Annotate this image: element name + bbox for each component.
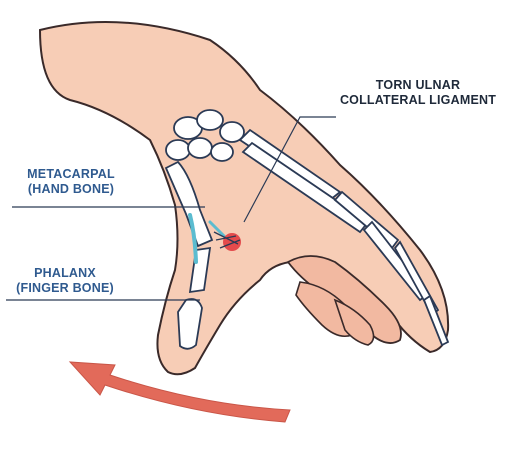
motion-arrow	[68, 361, 291, 423]
hand-bones	[164, 109, 450, 350]
metacarpal-label-line-1: METACARPAL	[27, 167, 115, 181]
torn-leader-line	[243, 116, 336, 223]
metacarpal-label: METACARPAL (HAND BONE)	[12, 167, 130, 197]
phalanx-label-line-1: PHALANX	[34, 266, 96, 280]
phalanx-label: PHALANX (FINGER BONE)	[6, 266, 124, 296]
hand-skin	[38, 21, 450, 376]
metacarpal-label-line-2: (HAND BONE)	[27, 182, 115, 196]
torn-label-line-2: COLLATERAL LIGAMENT	[339, 93, 497, 107]
phalanx-label-line-2: (FINGER BONE)	[16, 281, 114, 295]
leader-lines	[6, 116, 336, 301]
torn-label-line-1: TORN ULNAR	[375, 78, 461, 92]
ulnar-collateral-ligament	[188, 213, 226, 264]
ligament-tear-icon	[213, 231, 241, 251]
torn-ligament-label: TORN ULNAR COLLATERAL LIGAMENT	[333, 78, 503, 108]
